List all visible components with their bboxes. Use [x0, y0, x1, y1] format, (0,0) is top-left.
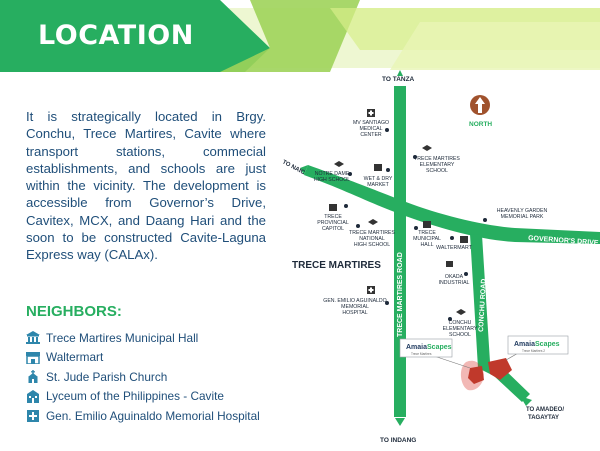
north-arrow: NORTH [469, 95, 492, 128]
neighbor-label: Trece Martires Municipal Hall [46, 330, 199, 345]
market-marker-icon [374, 164, 382, 171]
capitol-marker-icon [329, 204, 337, 211]
road-arrow-southeast [520, 396, 532, 406]
amaia-sub-2: Trece Martires 2 [522, 349, 545, 353]
neighbors-heading: NEIGHBORS: [26, 303, 122, 320]
amaia-brand-1: AmaiaScapes [406, 344, 452, 351]
direction-indang: TO INDANG [380, 437, 416, 444]
school-marker-icon [456, 309, 466, 315]
neighbor-label: Gen. Emilio Aguinaldo Memorial Hospital [46, 408, 260, 423]
school-marker-icon [368, 219, 378, 225]
north-label: NORTH [469, 121, 492, 128]
conchu-road [470, 234, 530, 402]
school-icon [27, 389, 39, 403]
city-label: TRECE MARTIRES [292, 260, 381, 271]
direction-tanza: TO TANZA [382, 76, 415, 83]
location-map: TRECE MARTIRES ROAD GOVERNOR'S DRIVE CON… [281, 70, 600, 444]
road-arrow-south [395, 418, 405, 426]
list-item: St. Jude Parish Church [26, 367, 260, 387]
building-icon [26, 331, 40, 345]
list-item: Gen. Emilio Aguinaldo Memorial Hospital [26, 406, 260, 426]
neighbor-label: Lyceum of the Philippines - Cavite [46, 389, 224, 404]
amaia-callout-1: AmaiaScapes Trece Martires [399, 338, 453, 358]
header-banner-graphic [0, 0, 600, 72]
municipal-marker-icon [423, 221, 431, 228]
site-2-marker [488, 358, 512, 380]
school-marker-icon [422, 145, 432, 151]
store-icon [26, 351, 40, 364]
site-1-marker [468, 366, 484, 384]
direction-amadeo-1: TO AMADEO/ [526, 407, 564, 413]
direction-amadeo-2: TAGAYTAY [528, 415, 559, 421]
hospital-icon [27, 410, 39, 423]
amaia-brand-2: AmaiaScapes [514, 341, 560, 348]
amaia-sites: AmaiaScapes Trece Martires AmaiaScapes T… [399, 335, 569, 391]
header-banner: LOCATION [0, 0, 600, 80]
roads [300, 70, 600, 426]
road-label-trece: TRECE MARTIRES ROAD [397, 252, 404, 337]
road-arrow-west [300, 165, 308, 175]
list-item: Trece Martires Municipal Hall [26, 328, 260, 348]
page-title: LOCATION [38, 20, 194, 51]
road-arrow-north [397, 70, 403, 76]
neighbor-label: St. Jude Parish Church [46, 369, 168, 384]
industrial-marker-icon [446, 261, 453, 267]
neighbors-list: Trece Martires Municipal Hall Waltermart… [26, 328, 260, 426]
location-description: It is strategically located in Brgy. Con… [26, 109, 266, 263]
school-marker-icon [334, 161, 344, 167]
neighbor-label: Waltermart [46, 350, 104, 365]
amaia-callout-2: AmaiaScapes Trece Martires 2 [507, 335, 569, 355]
trece-martires-road [394, 86, 406, 417]
list-item: Lyceum of the Philippines - Cavite [26, 387, 260, 407]
store-marker-icon [460, 236, 468, 243]
road-label-governors: GOVERNOR'S DRIVE [528, 235, 599, 247]
church-icon [28, 370, 38, 384]
dot-icon [385, 128, 389, 132]
place-waltermart: WALTERMART [436, 245, 472, 251]
road-label-conchu: CONCHU ROAD [478, 279, 488, 333]
governors-drive [304, 165, 600, 244]
amaia-sub-1: Trece Martires [411, 352, 432, 356]
list-item: Waltermart [26, 348, 260, 368]
